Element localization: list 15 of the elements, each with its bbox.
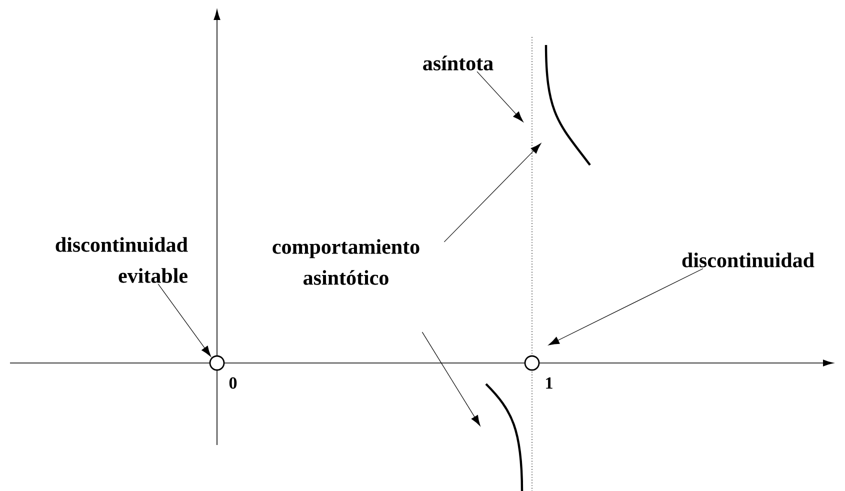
tick-label: 0 [229, 377, 237, 389]
leader-arrow [444, 143, 542, 242]
annotation-text: comportamiento asintótico [272, 239, 420, 285]
curve-branch [544, 44, 591, 166]
hole-marker [524, 355, 540, 371]
annotation-text: discontinuidad evitable [56, 237, 188, 283]
annotation-text: discontinuidad [682, 252, 814, 268]
tick-label: 1 [546, 377, 552, 389]
leader-arrow [548, 268, 704, 346]
curve-branch [485, 383, 524, 491]
leader-arrow [158, 284, 212, 357]
leader-arrow [476, 71, 524, 122]
hole-marker [209, 355, 225, 371]
leader-arrow [422, 332, 480, 426]
annotation-text: asíntota [423, 56, 494, 70]
